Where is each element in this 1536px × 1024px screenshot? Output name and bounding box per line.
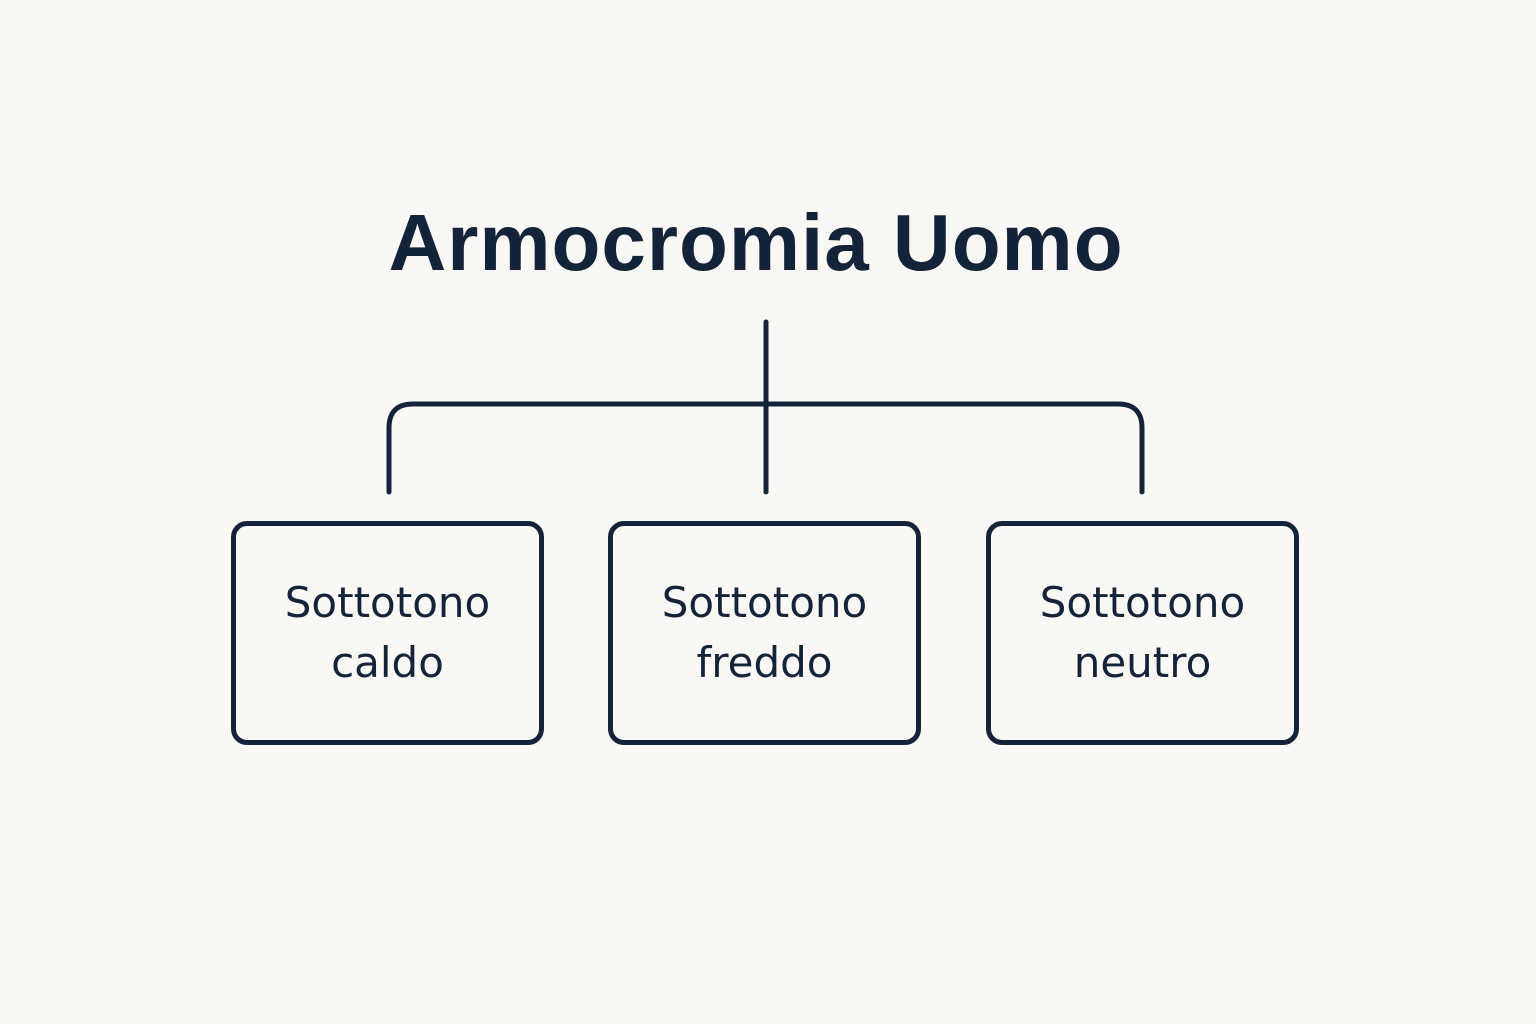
node-label: Sottotono freddo [661, 578, 868, 687]
node-sottotono-neutro: Sottotono neutro [986, 521, 1299, 745]
node-sottotono-freddo: Sottotono freddo [608, 521, 921, 745]
branch-bracket-line [386, 401, 1145, 495]
node-label: Sottotono caldo [284, 578, 491, 687]
node-sottotono-caldo: Sottotono caldo [231, 521, 544, 745]
diagram-title: Armocromia Uomo [388, 198, 1124, 287]
node-label: Sottotono neutro [1039, 578, 1246, 687]
